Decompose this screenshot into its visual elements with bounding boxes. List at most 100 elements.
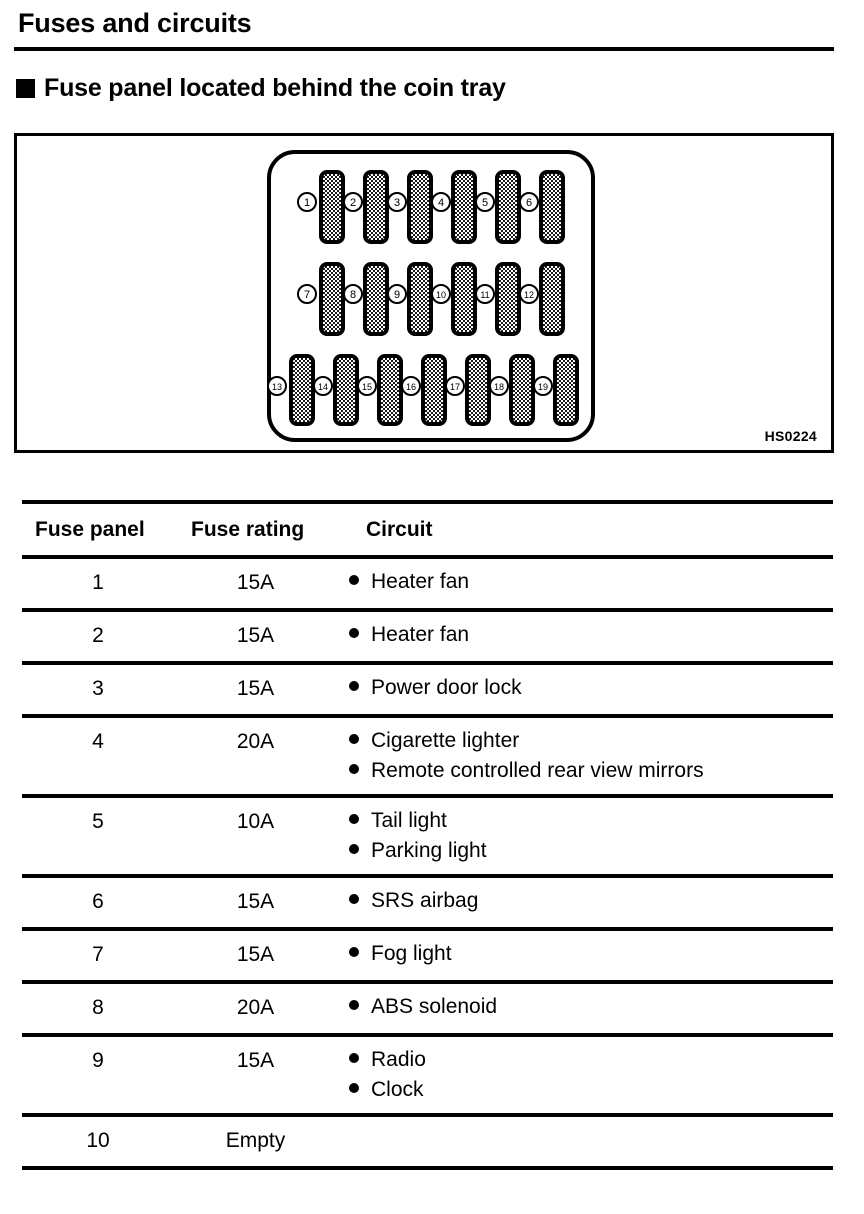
svg-text:11: 11 [480,290,489,300]
circuit-label: SRS airbag [371,889,479,912]
cell-fuse-rating: 15A [236,1049,275,1072]
svg-text:16: 16 [406,382,416,392]
bullet-icon [349,764,359,774]
bullet-icon [349,894,359,904]
table-row-rule [22,608,833,612]
circuit-list-item: Parking light [349,840,833,861]
cell-fuse-panel: 7 [92,943,104,966]
circuit-label: Remote controlled rear view mirrors [371,759,704,782]
circuit-list-item: Heater fan [349,624,833,645]
bullet-icon [349,947,359,957]
circuit-label: Radio [371,1048,426,1071]
cell-fuse-rating: 20A [236,730,275,753]
circuit-label: Heater fan [371,623,470,646]
fuse-row-3: 13 14 15 16 17 18 19 [267,354,579,426]
svg-text:10: 10 [436,290,446,300]
svg-text:2: 2 [350,197,356,209]
cell-fuse-rating: 15A [236,571,275,594]
title-divider [14,47,834,51]
table-row-rule [22,1033,833,1037]
cell-fuse-rating: Empty [225,1129,286,1152]
table-row-rule [22,1113,833,1117]
fuse-panel-drawing: 1 2 3 4 5 6 [261,146,601,446]
table-row-rule [22,794,833,798]
cell-fuse-rating: 15A [236,943,275,966]
circuit-list-item: ABS solenoid [349,996,833,1017]
cell-fuse-panel: 4 [92,730,104,753]
cell-fuse-panel: 2 [92,624,104,647]
bullet-icon [349,1083,359,1093]
column-header-circuit: Circuit [366,518,433,541]
circuit-list-item: Remote controlled rear view mirrors [349,760,833,781]
circuit-label: Power door lock [371,676,522,699]
table-row: 3 15A Power door lock [22,665,833,714]
fuse-panel-figure: 1 2 3 4 5 6 [14,133,834,453]
table-row-rule [22,980,833,984]
cell-circuit: Power door lock [337,677,833,698]
svg-text:14: 14 [318,382,328,392]
table-row-rule [22,1166,833,1170]
cell-fuse-rating: 15A [236,677,275,700]
circuit-list-item: Radio [349,1049,833,1070]
table-row: 2 15A Heater fan [22,612,833,661]
table-header-rule [22,555,833,559]
svg-text:8: 8 [350,289,356,301]
table-row: 7 15A Fog light [22,931,833,980]
circuit-list-item: Clock [349,1079,833,1100]
circuit-label: Fog light [371,942,452,965]
fuse-panel-svg: 1 2 3 4 5 6 [267,150,595,442]
cell-circuit: ABS solenoid [337,996,833,1017]
fuse-row-2: 7 8 9 10 11 12 [297,262,565,336]
circuit-label: Heater fan [371,570,470,593]
circuit-label: Parking light [371,839,487,862]
bullet-icon [349,628,359,638]
bullet-icon [349,734,359,744]
cell-fuse-panel: 3 [92,677,104,700]
cell-fuse-panel: 5 [92,810,104,833]
circuit-label: Clock [371,1078,424,1101]
cell-fuse-rating: 15A [236,624,275,647]
table-row-rule [22,714,833,718]
circuit-label: ABS solenoid [371,995,498,1018]
cell-fuse-panel: 10 [86,1129,110,1152]
svg-text:6: 6 [526,197,532,209]
cell-fuse-panel: 6 [92,890,104,913]
svg-text:12: 12 [524,290,534,300]
cell-fuse-panel: 9 [92,1049,104,1072]
svg-text:3: 3 [394,197,400,209]
circuit-list-item: Cigarette lighter [349,730,833,751]
svg-text:7: 7 [304,289,310,301]
figure-code-label: HS0224 [764,428,817,444]
bullet-icon [349,1053,359,1063]
section-heading-label: Fuse panel located behind the coin tray [44,74,506,102]
cell-circuit: Fog light [337,943,833,964]
table-row-rule [22,874,833,878]
svg-text:5: 5 [482,197,488,209]
table-row-rule [22,927,833,931]
bullet-icon [349,575,359,585]
table-row-rule [22,661,833,665]
column-header-fuse-rating: Fuse rating [191,518,305,541]
circuit-list-item: Heater fan [349,571,833,592]
svg-text:18: 18 [494,382,504,392]
svg-text:15: 15 [362,382,372,392]
cell-circuit: SRS airbag [337,890,833,911]
table-top-rule [22,500,833,504]
svg-text:13: 13 [272,382,282,392]
section-heading: Fuse panel located behind the coin tray [16,74,506,103]
circuit-list-item: Power door lock [349,677,833,698]
svg-text:9: 9 [394,289,400,301]
table-header-row: Fuse panel Fuse rating Circuit [22,504,833,555]
circuit-list-item: SRS airbag [349,890,833,911]
